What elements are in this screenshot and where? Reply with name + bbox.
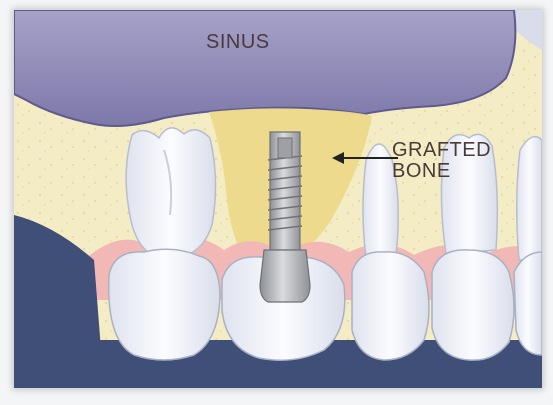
grafted-label-line1: GRAFTED — [392, 140, 491, 161]
dental-implant-illustration — [14, 10, 542, 388]
premolar-crown-1 — [352, 252, 429, 360]
sinus-label: SINUS — [206, 32, 270, 53]
molar-crown-left — [109, 249, 220, 360]
illustration-svg — [14, 10, 542, 388]
implant-abutment — [260, 250, 310, 302]
premolar-crown-2 — [432, 250, 514, 360]
grafted-label-line2: BONE — [392, 161, 491, 182]
tooth-root-right-3 — [517, 137, 542, 260]
grafted-bone-label: GRAFTED BONE — [392, 140, 491, 182]
